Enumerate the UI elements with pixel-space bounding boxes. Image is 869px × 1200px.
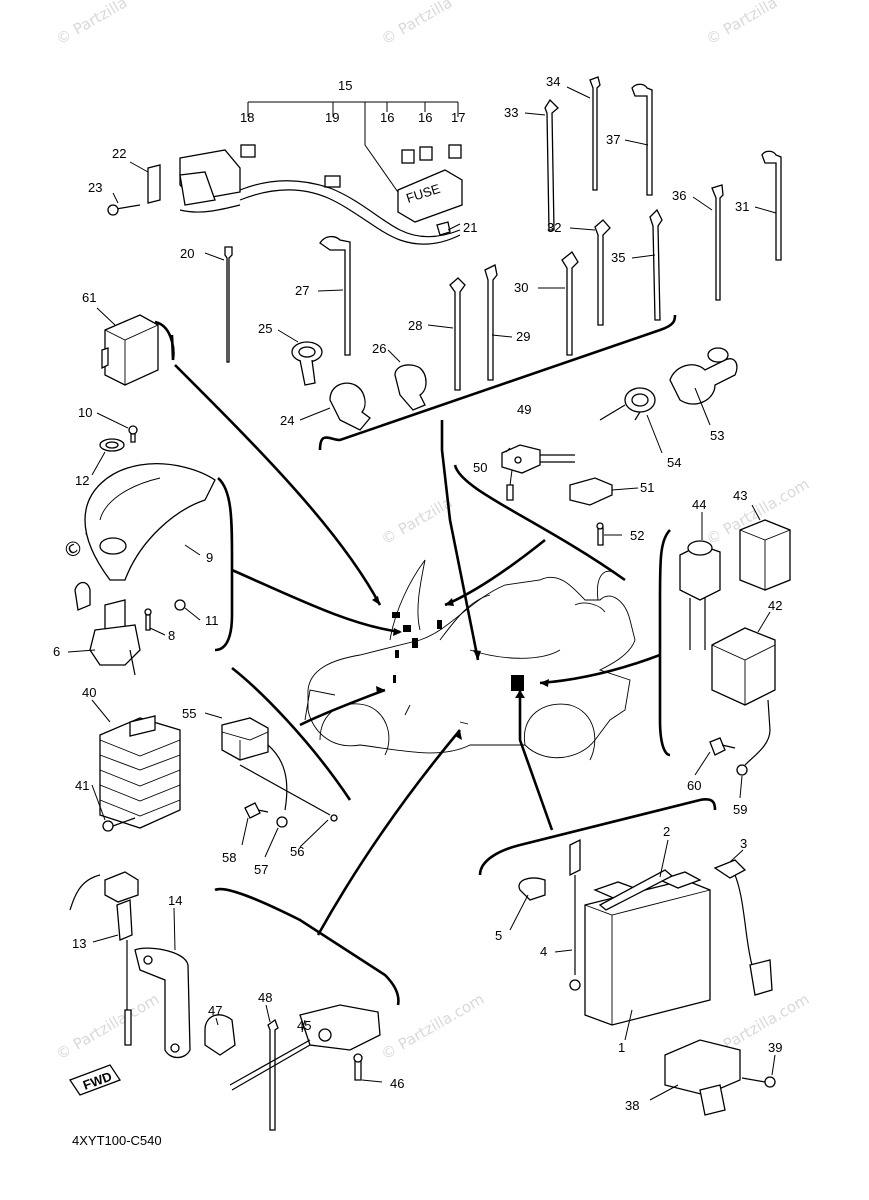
- part-number-5: 5: [495, 928, 502, 943]
- part-number-17: 17: [451, 110, 465, 125]
- part-number-43: 43: [733, 488, 747, 503]
- part-number-56: 56: [290, 844, 304, 859]
- socket-53-54: [599, 347, 738, 421]
- part-number-59: 59: [733, 802, 747, 817]
- part-number-23: 23: [88, 180, 102, 195]
- battery-group: [518, 838, 773, 1026]
- part-number-34: 34: [546, 74, 560, 89]
- location-marker: [511, 675, 524, 691]
- part-number-44: 44: [692, 497, 706, 512]
- part-number-4: 4: [540, 944, 547, 959]
- part-number-14: 14: [168, 893, 182, 908]
- part-number-39: 39: [768, 1040, 782, 1055]
- ground-59-60: [709, 699, 771, 776]
- sensor-38-39: [664, 1039, 776, 1116]
- part-number-labels: 15 18 19 16 16 17 22 23 21 20 27 61 25 2…: [53, 74, 782, 1113]
- part-number-51: 51: [640, 480, 654, 495]
- part-number-20: 20: [180, 246, 194, 261]
- sensor-13-14: FWD: [69, 871, 191, 1096]
- part-number-26: 26: [372, 341, 386, 356]
- part-number-24: 24: [280, 413, 294, 428]
- part-number-53: 53: [710, 428, 724, 443]
- part-number-10: 10: [78, 405, 92, 420]
- part-number-47: 47: [208, 1003, 222, 1018]
- part-number-22: 22: [112, 146, 126, 161]
- fuse-box-group: FUSE: [107, 101, 463, 245]
- part-number-6: 6: [53, 644, 60, 659]
- connector-55-58: [221, 717, 338, 828]
- part-number-50: 50: [473, 460, 487, 475]
- part-number-16: 16: [418, 110, 432, 125]
- part-number-55: 55: [182, 706, 196, 721]
- part-number-60: 60: [687, 778, 701, 793]
- relays-42-44: [679, 519, 791, 706]
- switch-45-48: [204, 1004, 381, 1131]
- part-number-8: 8: [168, 628, 175, 643]
- part-number-28: 28: [408, 318, 422, 333]
- part-number-15: 15: [338, 78, 352, 93]
- part-number-41: 41: [75, 778, 89, 793]
- watermark: © Partzilla: [53, 0, 130, 48]
- part-number-37: 37: [606, 132, 620, 147]
- part-number-9: 9: [206, 550, 213, 565]
- part-number-52: 52: [630, 528, 644, 543]
- cable-ties: [224, 76, 782, 391]
- watermark: © Partzilla: [378, 493, 455, 548]
- part-number-57: 57: [254, 862, 268, 877]
- part-number-58: 58: [222, 850, 236, 865]
- part-number-30: 30: [514, 280, 528, 295]
- part-number-45: 45: [297, 1018, 311, 1033]
- switch-49-52: [501, 444, 613, 546]
- leader-lines: [67, 86, 777, 1101]
- diagram-code: 4XYT100-C540: [72, 1133, 162, 1148]
- group-arrows: [372, 596, 549, 740]
- part-number-13: 13: [72, 936, 86, 951]
- part-number-29: 29: [516, 329, 530, 344]
- part-number-40: 40: [82, 685, 96, 700]
- part-number-21: 21: [463, 220, 477, 235]
- relay-61: [101, 314, 159, 386]
- part-number-25: 25: [258, 321, 272, 336]
- part-number-31: 31: [735, 199, 749, 214]
- part-number-2: 2: [663, 824, 670, 839]
- part-number-12: 12: [75, 473, 89, 488]
- part-number-11: 11: [205, 613, 219, 628]
- regulator-40: [99, 715, 181, 832]
- part-number-46: 46: [390, 1076, 404, 1091]
- part-number-48: 48: [258, 990, 272, 1005]
- motorcycle-outline: [304, 559, 636, 761]
- part-number-42: 42: [768, 598, 782, 613]
- part-number-16: 16: [380, 110, 394, 125]
- part-number-49: 49: [517, 402, 531, 417]
- part-number-19: 19: [325, 110, 339, 125]
- part-number-38: 38: [625, 1098, 639, 1113]
- part-number-18: 18: [240, 110, 254, 125]
- group-brackets: [154, 314, 717, 1006]
- part-number-54: 54: [667, 455, 681, 470]
- watermark: © Partzilla: [378, 0, 455, 48]
- part-number-32: 32: [547, 220, 561, 235]
- clamps-top: [291, 341, 427, 431]
- part-number-3: 3: [740, 836, 747, 851]
- part-number-36: 36: [672, 188, 686, 203]
- watermark: © Partzilla.com: [53, 990, 162, 1063]
- watermark: © Partzilla.com: [378, 990, 487, 1063]
- part-number-1: 1: [618, 1040, 625, 1055]
- watermark: © Partzilla: [703, 0, 780, 48]
- part-number-33: 33: [504, 105, 518, 120]
- part-number-61: 61: [82, 290, 96, 305]
- part-number-27: 27: [295, 283, 309, 298]
- ignition-group: [74, 425, 216, 676]
- fwd-label: FWD: [81, 1069, 114, 1093]
- part-number-35: 35: [611, 250, 625, 265]
